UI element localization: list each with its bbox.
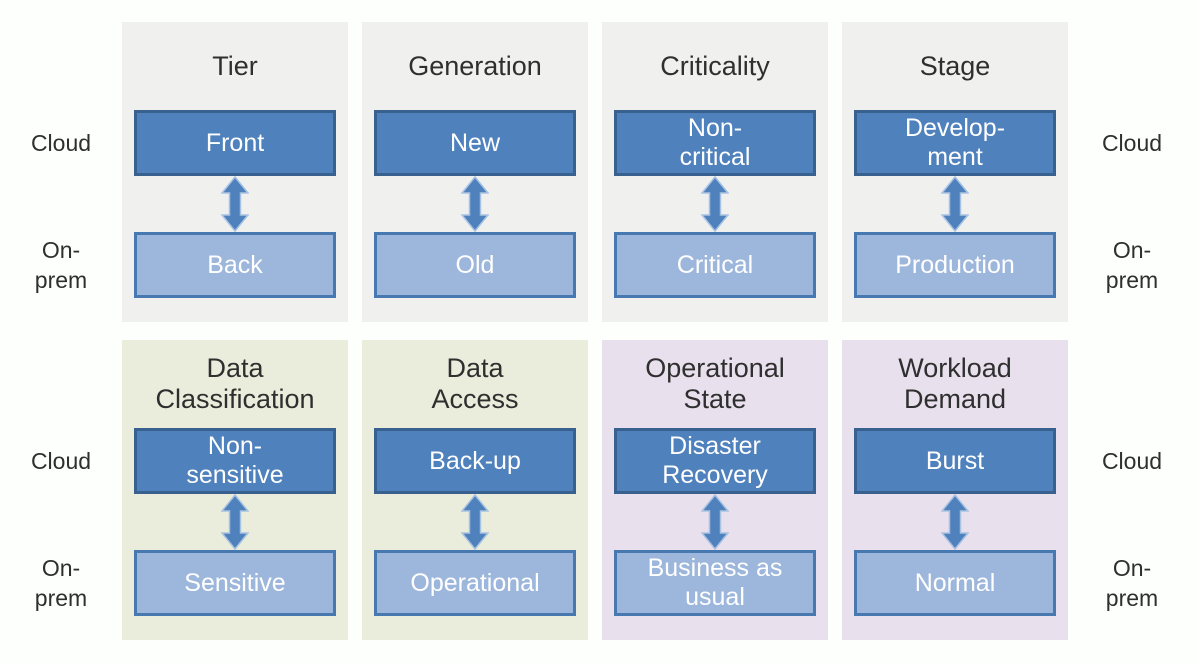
arrow-zone: [374, 494, 576, 550]
cloud-option-box: New: [374, 110, 576, 176]
double-arrow-icon: [221, 176, 249, 232]
cloud-option-box: Disaster Recovery: [614, 428, 816, 494]
panel-operational-state: Operational State Disaster Recovery Busi…: [602, 340, 828, 640]
onprem-option-box: Operational: [374, 550, 576, 616]
arrow-zone: [134, 494, 336, 550]
double-arrow-icon: [701, 494, 729, 550]
onprem-label: On- prem: [34, 237, 88, 293]
cloud-label: Cloud: [1101, 130, 1163, 156]
onprem-label: On- prem: [1105, 237, 1159, 293]
panel-title: Data Access: [431, 353, 519, 414]
panel-stage: Stage Develop- ment Production: [842, 22, 1068, 322]
panel-title: Stage: [919, 50, 991, 81]
side-labels-left-row1: Cloud On- prem: [0, 22, 122, 322]
side-labels-right-row2: Cloud On- prem: [1068, 340, 1196, 640]
cloud-label: Cloud: [30, 130, 92, 156]
double-arrow-icon: [461, 176, 489, 232]
onprem-option-box: Business as usual: [614, 550, 816, 616]
panel-title: Workload Demand: [898, 353, 1012, 414]
panel-title: Criticality: [660, 50, 770, 81]
cloud-label: Cloud: [1101, 448, 1163, 474]
cloud-option-box: Develop- ment: [854, 110, 1056, 176]
cloud-option-box: Non- critical: [614, 110, 816, 176]
cloud-option-box: Back-up: [374, 428, 576, 494]
arrow-zone: [854, 494, 1056, 550]
panel-generation: Generation New Old: [362, 22, 588, 322]
onprem-label: On- prem: [1105, 555, 1159, 611]
onprem-option-box: Critical: [614, 232, 816, 298]
cloud-option-box: Non- sensitive: [134, 428, 336, 494]
arrow-zone: [614, 176, 816, 232]
cloud-label: Cloud: [30, 448, 92, 474]
double-arrow-icon: [701, 176, 729, 232]
double-arrow-icon: [941, 176, 969, 232]
double-arrow-icon: [221, 494, 249, 550]
panel-title: Operational State: [645, 353, 785, 414]
double-arrow-icon: [941, 494, 969, 550]
onprem-label: On- prem: [34, 555, 88, 611]
arrow-zone: [614, 494, 816, 550]
panel-criticality: Criticality Non- critical Critical: [602, 22, 828, 322]
arrow-zone: [854, 176, 1056, 232]
dimension-row-1: Cloud On- prem Tier Front Back Generatio…: [0, 22, 1196, 322]
onprem-option-box: Production: [854, 232, 1056, 298]
arrow-zone: [134, 176, 336, 232]
onprem-option-box: Old: [374, 232, 576, 298]
side-labels-left-row2: Cloud On- prem: [0, 340, 122, 640]
cloud-option-box: Front: [134, 110, 336, 176]
cloud-option-box: Burst: [854, 428, 1056, 494]
side-labels-right-row1: Cloud On- prem: [1068, 22, 1196, 322]
arrow-zone: [374, 176, 576, 232]
onprem-option-box: Normal: [854, 550, 1056, 616]
onprem-option-box: Back: [134, 232, 336, 298]
panel-data-access: Data Access Back-up Operational: [362, 340, 588, 640]
panel-title: Generation: [408, 50, 542, 81]
panel-title: Tier: [212, 50, 258, 81]
panel-tier: Tier Front Back: [122, 22, 348, 322]
dimension-row-2: Cloud On- prem Data Classification Non- …: [0, 340, 1196, 640]
double-arrow-icon: [461, 494, 489, 550]
panel-data-classification: Data Classification Non- sensitive Sensi…: [122, 340, 348, 640]
panel-title: Data Classification: [155, 353, 315, 414]
panel-workload-demand: Workload Demand Burst Normal: [842, 340, 1068, 640]
cloud-vs-onprem-diagram: Cloud On- prem Tier Front Back Generatio…: [0, 22, 1196, 640]
panels-row2: Data Classification Non- sensitive Sensi…: [122, 340, 1068, 640]
onprem-option-box: Sensitive: [134, 550, 336, 616]
panels-row1: Tier Front Back Generation New Old: [122, 22, 1068, 322]
